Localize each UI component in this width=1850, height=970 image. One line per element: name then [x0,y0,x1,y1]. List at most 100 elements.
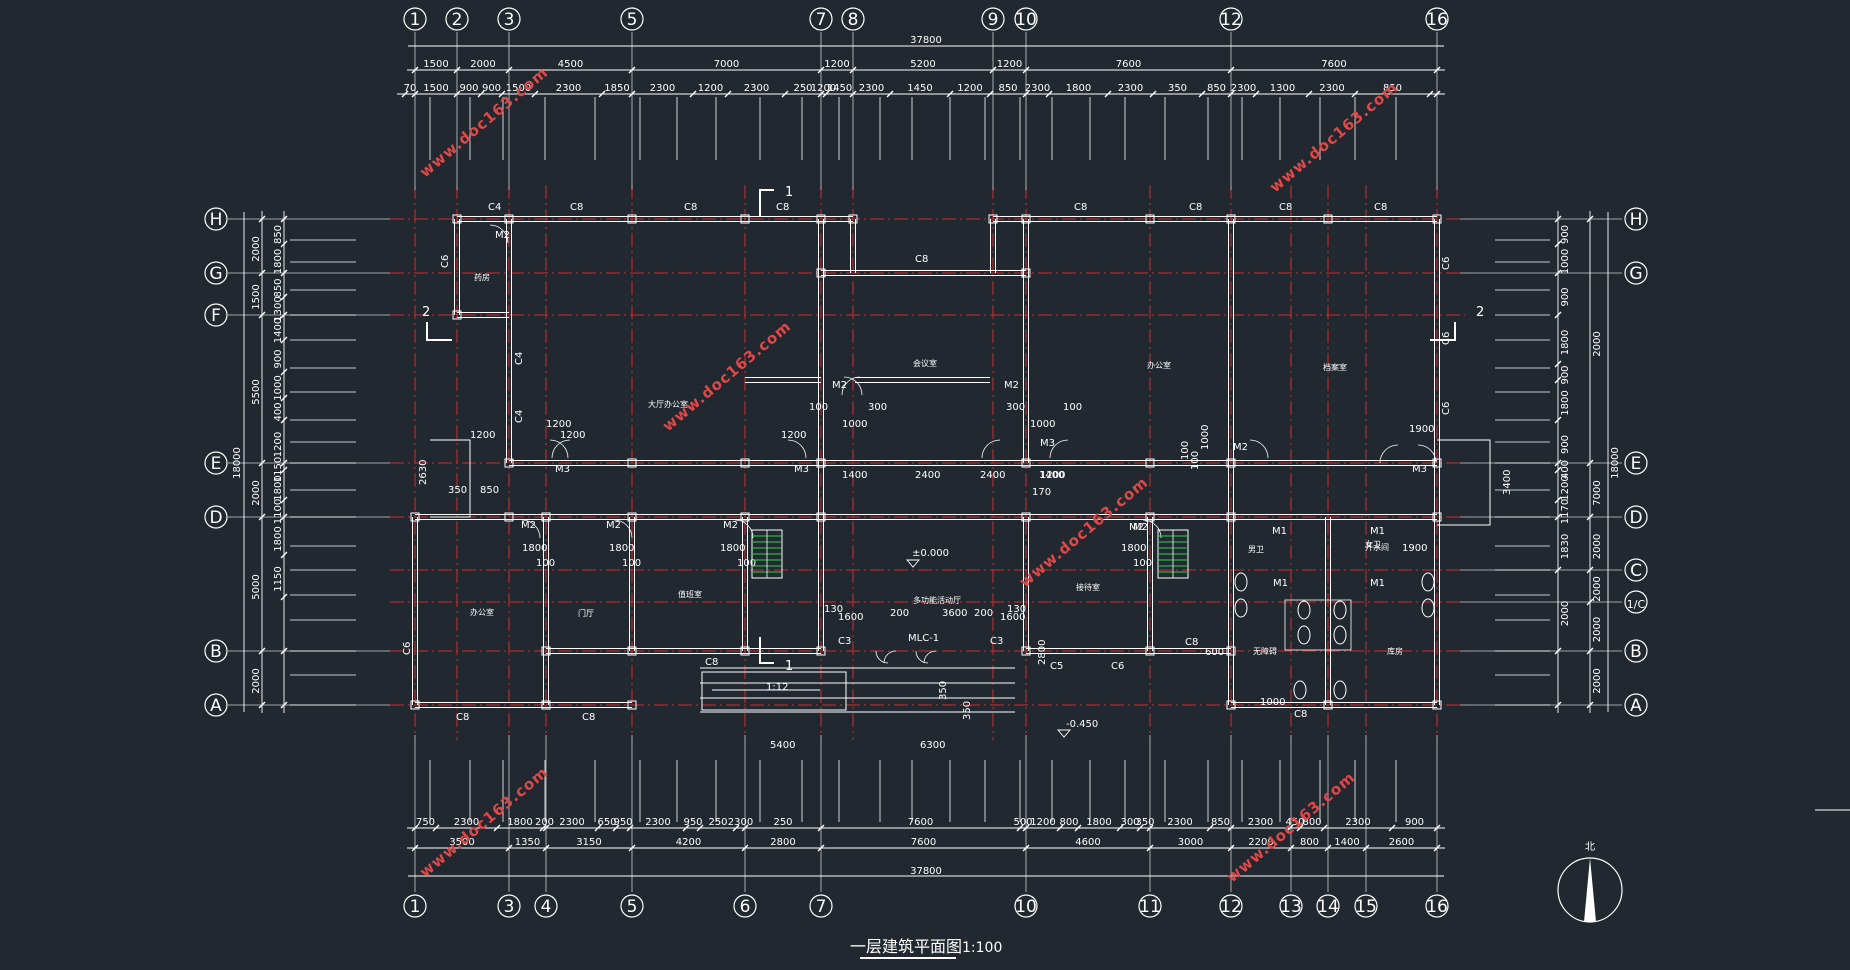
column [504,458,514,468]
dim-label: 800 [1059,817,1078,828]
dim-tick [781,90,789,98]
dim-tick [1554,566,1562,574]
room-label: 开水间 [1365,542,1389,552]
column [1432,458,1442,468]
dim-label: 2600 [1389,837,1414,848]
dim-label: 850 [273,225,284,244]
window-label: C5 [1050,661,1063,672]
column [740,458,750,468]
dim-label: 1200 [957,83,982,94]
north-arrow-icon [1584,858,1596,922]
window-label: C8 [1294,709,1307,720]
axis-bubble-left-circle [204,451,228,475]
axis-bubble-bottom: 3 [504,897,515,917]
dim-label: 2300 [728,817,753,828]
dim-tick [280,513,288,521]
dim-label: 1100 [273,499,284,524]
axis-bubble-right-circle [1624,451,1648,475]
axis-bubble-bottom: 6 [740,897,751,917]
window-label: C4 [514,410,525,423]
dim-label: 900 [459,83,478,94]
dim-label: 900 [1560,287,1571,306]
axis-bubble-bottom: 15 [1355,897,1377,917]
column [410,700,420,710]
dim-tick [1586,215,1594,223]
entrance-label: MLC-1 [908,633,939,644]
dim-label: 3150 [576,837,601,848]
dim-tick [411,824,419,832]
overall-depth-left: 18000 [232,447,243,479]
dim-tick [280,466,288,474]
dim-tick [598,90,606,98]
axis-bubble-bottom-circle [403,894,427,918]
window-label: C4 [514,352,525,365]
dim-label: 2300 [454,817,479,828]
dim-label: 1200 [824,59,849,70]
dim-tick [1045,90,1053,98]
north-arrow: 北 [1557,841,1623,923]
axis-bubble-bottom: 1 [410,897,421,917]
toilet-fixture [1333,680,1347,700]
window-label: C8 [456,712,469,723]
dim-tick [1320,824,1328,832]
dim-tick [477,90,485,98]
door-label: M1 [1273,578,1288,589]
dim-tick [1586,513,1594,521]
dim-tick [1388,824,1396,832]
axis-bubble-top: 10 [1015,10,1037,30]
door-label: M3 [1412,464,1427,475]
door-swing [787,439,807,459]
dim-label: 950 [613,817,632,828]
dim-misc-label: 100 [1190,451,1201,470]
toilet-fixture [1234,572,1248,592]
dim-misc-label: 2630 [418,460,429,485]
dim-tick [280,416,288,424]
dim-label: 7000 [714,59,739,70]
dim-label: 200 [535,817,554,828]
dim-tick [1227,844,1235,852]
dim-misc-label: 1200 [546,419,571,430]
door-label: M2 [1004,380,1019,391]
dim-misc-label: 130 [824,604,843,615]
dim-label: 900 [1560,225,1571,244]
dim-label: 2300 [559,817,584,828]
column [848,214,858,224]
room-label: 库房 [1387,646,1403,656]
dim-misc-label: 100 [809,402,828,413]
axis-bubble-top: 1 [410,10,421,30]
dim-label: 1150 [273,457,284,482]
column [740,646,750,656]
dim-tick [1433,824,1441,832]
column [1145,646,1155,656]
dim-misc-label: 1200 [560,430,585,441]
dim-tick [1296,824,1304,832]
column [740,214,750,224]
dim-tick [432,824,440,832]
dim-tick [1104,90,1112,98]
dim-misc-label: 1800 [720,543,745,554]
dim-label: 2300 [1345,817,1370,828]
window-label: C8 [1074,202,1087,213]
dim-label: 1500 [251,284,262,309]
dim-label: 850 [1383,83,1402,94]
canopy-right [1437,439,1491,526]
section-label-2-left: 2 [422,305,430,320]
dim-label: 1500 [506,83,531,94]
room-label: 接待室 [1076,582,1100,592]
dim-label: 2000 [470,59,495,70]
door-label: M3 [555,464,570,475]
dim-tick [1554,459,1562,467]
column [1323,700,1333,710]
dim-label: 1800 [1560,330,1571,355]
dim-tick [724,90,732,98]
dim-tick [1022,824,1030,832]
dim-tick [696,824,704,832]
window-label: C4 [488,202,501,213]
dim-label: 1200 [997,59,1022,70]
axis-bubble-bottom-circle [733,894,757,918]
axis-bubble-left-circle [204,207,228,231]
axis-bubble-bottom: 5 [627,897,638,917]
section-marker-1-bottom [759,637,774,664]
entrance-door-swing [875,650,889,664]
